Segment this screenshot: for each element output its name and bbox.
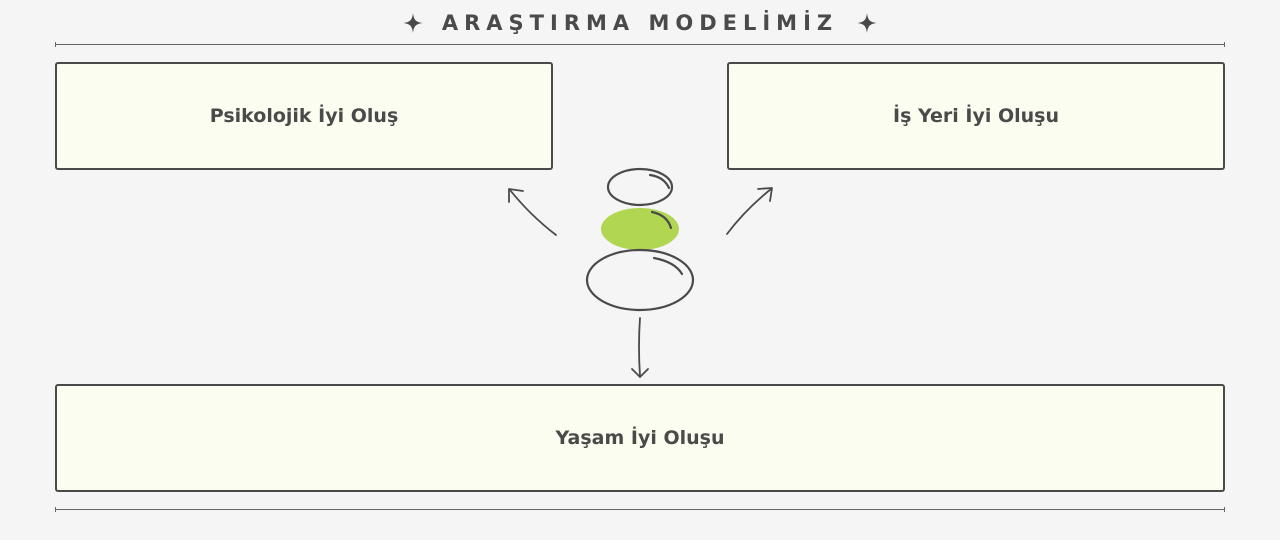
- diagram-title: ARAŞTIRMA MODELİMİZ: [441, 11, 839, 35]
- life-wellbeing-label: Yaşam İyi Oluşu: [555, 427, 725, 449]
- arrow-to-psychological: [509, 189, 557, 236]
- workplace-wellbeing-box: İş Yeri İyi Oluşu: [727, 62, 1225, 170]
- top-stone-shine: [648, 173, 671, 190]
- psychological-wellbeing-box: Psikolojik İyi Oluş: [55, 62, 553, 170]
- workplace-wellbeing-label: İş Yeri İyi Oluşu: [893, 105, 1059, 127]
- footer-divider: [55, 507, 1225, 512]
- arrow-head-down: [631, 368, 649, 378]
- sparkle-icon: [402, 13, 423, 33]
- psychological-wellbeing-label: Psikolojik İyi Oluş: [209, 105, 399, 127]
- sparkle-icon: [857, 13, 878, 33]
- header-divider: [55, 42, 1225, 47]
- arrow-head-right: [757, 187, 773, 202]
- middle-stone-shine: [650, 210, 673, 230]
- arrow-head-left: [508, 188, 524, 203]
- middle-stone-green: [601, 208, 679, 250]
- life-wellbeing-box: Yaşam İyi Oluşu: [55, 384, 1225, 492]
- arrow-to-workplace: [726, 188, 772, 235]
- top-stone: [606, 167, 674, 207]
- diagram-header: ARAŞTIRMA MODELİMİZ: [0, 6, 1280, 40]
- bottom-stone: [585, 248, 695, 312]
- stacked-stones-icon: [585, 167, 695, 312]
- bottom-stone-shine: [652, 256, 684, 276]
- arrow-to-life: [638, 317, 641, 377]
